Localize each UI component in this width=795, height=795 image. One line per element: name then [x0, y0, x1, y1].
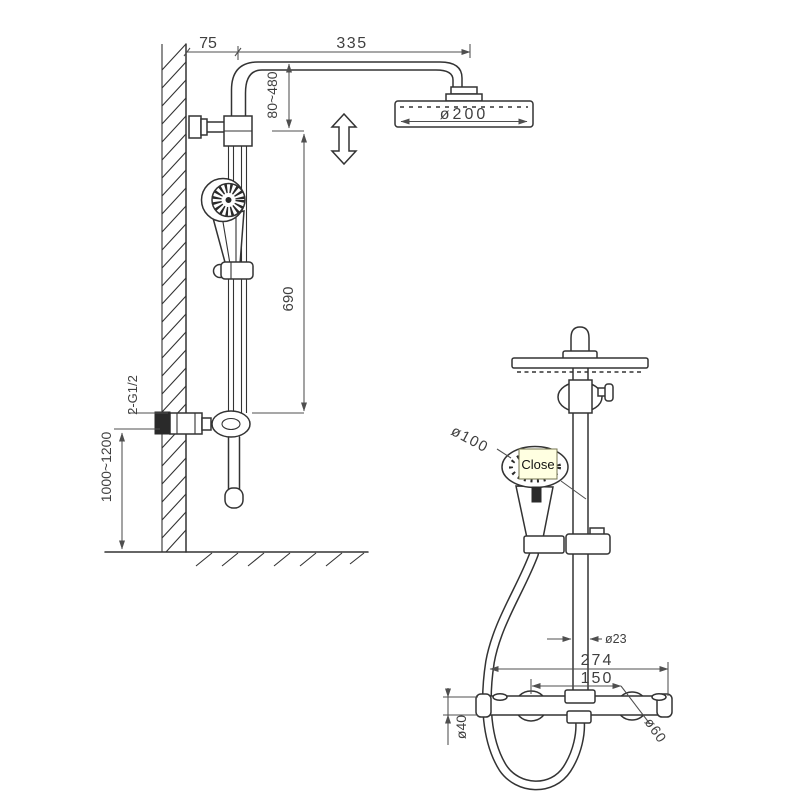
head-connector-flange	[445, 93, 483, 102]
holder-left-front	[523, 535, 565, 554]
clamp-lever-tip	[604, 383, 614, 402]
dim-ticks-top	[183, 47, 242, 57]
hand-shower-spray-spokes	[212, 184, 245, 216]
dim-wall-offset: 75	[199, 35, 217, 52]
wall-supply-flange	[154, 411, 171, 435]
dim-connection-thread: 2-G1/2	[125, 375, 140, 415]
valve-end-cap-left	[475, 693, 492, 718]
valve-neck	[201, 417, 212, 431]
side-view-dimensions: 75 335 80~480 ø200 690 2-G1/2 1000~1200	[98, 35, 528, 550]
head-connector-nut	[450, 86, 478, 95]
valve-union-inner	[221, 417, 241, 431]
dim-install-height: 1000~1200	[98, 432, 114, 503]
dim-pipe-diameter: ø23	[605, 632, 627, 646]
dim-valve-body-diameter: ø40	[453, 715, 469, 739]
riser-coupling-nut	[564, 689, 596, 704]
hand-shower-handle-lines	[221, 213, 237, 265]
wall-bracket-flange	[188, 115, 202, 139]
front-view	[475, 326, 673, 791]
dim-connection-centers: 150	[581, 670, 614, 687]
wall-hatch	[161, 43, 187, 553]
valve-hex-fitting	[169, 412, 203, 435]
hose-coupling-nut	[566, 710, 592, 724]
dim-valve-length: 274	[581, 652, 614, 669]
lower-bar-end-cap	[224, 487, 244, 509]
dim-bar-length: 690	[280, 286, 297, 311]
hand-shower-nozzle-ring-outer	[509, 451, 561, 483]
tooltip-text: Close	[521, 457, 554, 472]
rain-head-plate-front	[511, 357, 649, 369]
hand-shower-holder-side	[220, 261, 254, 280]
dim-arm-length: 335	[336, 35, 367, 52]
dim-hand-shower-diameter: ø100	[448, 423, 491, 457]
riser-pipe-front	[572, 367, 589, 693]
dim-head-diameter: ø200	[440, 106, 488, 123]
height-adjust-arrow-icon	[330, 112, 358, 166]
pipe-clamp-body	[568, 379, 593, 414]
leader-escutcheon	[620, 685, 651, 725]
dim-head-height-range: 80~480	[264, 71, 280, 118]
lower-bar-lines	[227, 436, 241, 491]
hand-shower-stem	[531, 486, 542, 503]
arm-outer-line	[230, 61, 463, 117]
side-view	[104, 43, 534, 567]
hand-shower-center-dot	[225, 197, 232, 203]
valve-top-screw-left	[492, 693, 508, 701]
wall-bracket-collar	[200, 118, 208, 136]
floor-hatch	[195, 552, 365, 567]
tooltip-box	[518, 448, 558, 480]
valve-hex-facets	[176, 413, 196, 434]
top-knob	[570, 326, 590, 354]
valve-union-side	[211, 410, 251, 438]
valve-top-screw-right	[651, 693, 667, 701]
arm-inner-line	[244, 69, 454, 117]
tooltip: Close	[518, 448, 558, 480]
hose-body	[483, 550, 584, 789]
hose-outline	[481, 549, 586, 791]
holder-clamp-front	[565, 533, 611, 555]
leader-hand-shower	[496, 448, 587, 500]
